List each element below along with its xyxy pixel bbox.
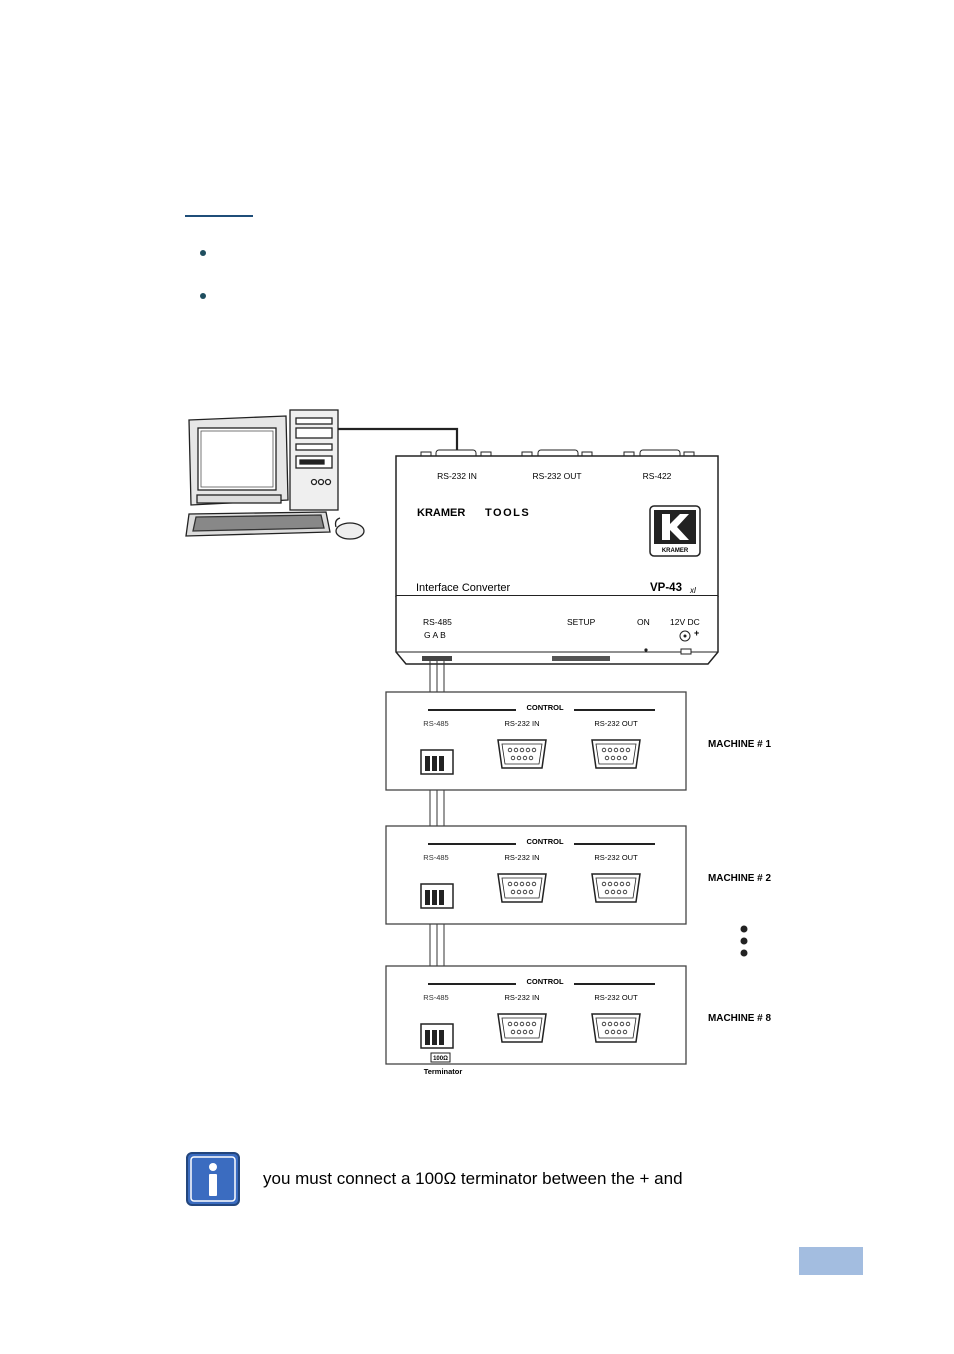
bullet-1 <box>200 250 206 256</box>
machine-label: MACHINE # 2 <box>708 873 771 884</box>
port-label-rs422: RS-422 <box>643 471 672 481</box>
model-name: VP-43 <box>650 582 682 594</box>
rs485-pins: G A B <box>424 630 446 640</box>
machine-panel: CONTROL RS-485 RS-232 IN RS-232 OUT MACHINE … <box>385 965 771 1065</box>
port-label-rs232-in: RS-232 IN <box>437 471 477 481</box>
rs232-out-label: RS-232 OUT <box>594 719 638 728</box>
rs485-label: RS-485 <box>423 617 452 627</box>
computer-icon <box>185 409 365 540</box>
on-label: ON <box>637 617 650 627</box>
control-label: CONTROL <box>526 837 563 846</box>
note-text: you must connect a 100Ω terminator betwe… <box>263 1169 683 1188</box>
page-number-tab <box>799 1247 863 1275</box>
rs485-port-label: RS-485 <box>423 719 448 728</box>
device-box: RS-232 IN RS-232 OUT RS-422 KRAMER TOOLS… <box>395 449 719 665</box>
bullet-2 <box>200 293 206 299</box>
setup-label: SETUP <box>567 617 596 627</box>
terminator-value: 100Ω <box>433 1056 448 1062</box>
power-label: 12V DC <box>670 617 700 627</box>
rs232-in-label: RS-232 IN <box>504 719 539 728</box>
machine-panel: CONTROL RS-485 RS-232 IN RS-232 OUT MACHINE … <box>385 825 771 925</box>
control-label: CONTROL <box>526 703 563 712</box>
brand-kramer: KRAMER <box>417 507 465 519</box>
rs232-out-label: RS-232 OUT <box>594 993 638 1002</box>
info-icon <box>186 1152 240 1206</box>
product-name: Interface Converter <box>416 582 510 594</box>
brand-tools: TOOLS <box>485 507 530 519</box>
rs232-out-label: RS-232 OUT <box>594 853 638 862</box>
model-suffix: xl <box>689 586 696 595</box>
machine-label: MACHINE # 8 <box>708 1013 771 1024</box>
kramer-logo: KRAMER <box>649 505 701 557</box>
more-machines-dots <box>740 925 748 957</box>
rs232-in-label: RS-232 IN <box>504 853 539 862</box>
terminator: 100Ω Terminator <box>424 1052 463 1076</box>
machine-panel: CONTROL RS-485 RS-232 IN RS-232 OUT MACHINE … <box>385 691 771 791</box>
svg-text:+: + <box>694 628 699 638</box>
rs232-in-label: RS-232 IN <box>504 993 539 1002</box>
rs485-port-label: RS-485 <box>423 993 448 1002</box>
machine-label: MACHINE # 1 <box>708 739 771 750</box>
logo-text: KRAMER <box>662 548 689 554</box>
port-label-rs232-out: RS-232 OUT <box>532 471 581 481</box>
control-label: CONTROL <box>526 977 563 986</box>
terminator-label: Terminator <box>424 1067 463 1076</box>
heading-underline <box>185 215 253 217</box>
rs485-port-label: RS-485 <box>423 853 448 862</box>
